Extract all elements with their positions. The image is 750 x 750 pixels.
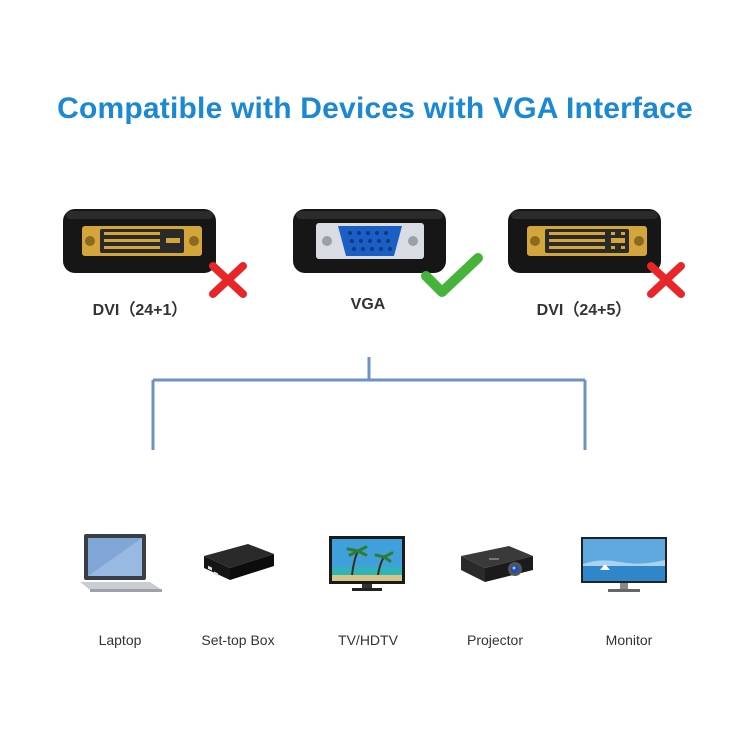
projector-icon	[455, 542, 535, 593]
page-title: Compatible with Devices with VGA Interfa…	[57, 92, 693, 125]
set-top-box-icon	[200, 540, 276, 591]
vga-connector-icon	[292, 208, 447, 274]
dvi-24-1-connector-icon	[62, 208, 217, 274]
dvi-24-5-connector-icon	[507, 208, 662, 274]
device-label: Projector	[466, 632, 524, 648]
device-label: Set-top Box	[201, 632, 275, 648]
cross-icon	[207, 260, 249, 305]
port-label: DVI（24+5）	[536, 302, 632, 319]
device-label: Laptop	[98, 632, 142, 648]
check-icon	[420, 250, 484, 305]
port-label: DVI（24+1）	[92, 302, 188, 319]
device-label: TV/HDTV	[338, 632, 398, 648]
tv-icon	[328, 535, 406, 598]
cross-icon	[645, 260, 687, 305]
device-label: Monitor	[605, 632, 653, 648]
monitor-icon	[580, 536, 668, 601]
port-label: VGA	[350, 296, 386, 313]
laptop-icon	[76, 532, 164, 601]
